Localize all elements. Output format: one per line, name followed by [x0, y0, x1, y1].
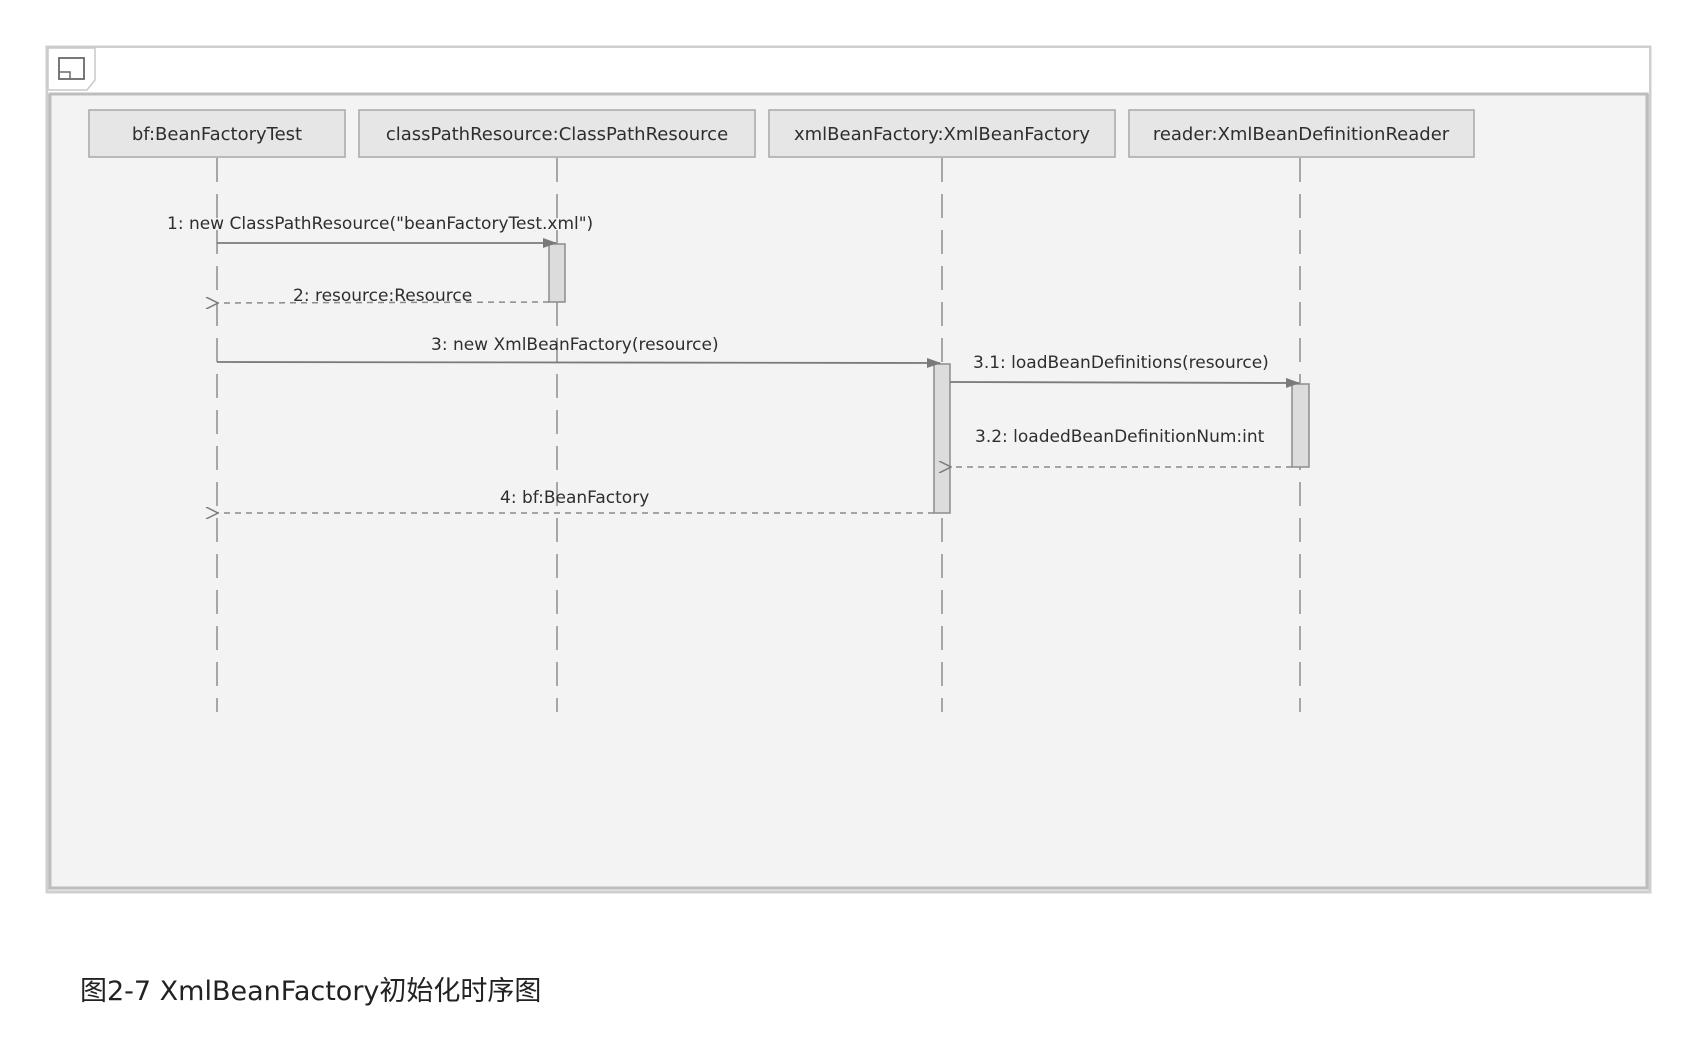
diagram-frame-tab [47, 47, 96, 91]
lifeline-rdr-label: reader:XmlBeanDefinitionReader [1153, 124, 1450, 145]
message-3-1: 3.1: loadBeanDefinitions(resource) [949, 353, 1300, 388]
message-3-2-label: 3.2: loadedBeanDefinitionNum:int [975, 427, 1265, 447]
message-2: 2: resource:Resource [218, 286, 550, 306]
message-3-1-arrow [949, 377, 1300, 388]
diagram-frame-header [48, 48, 1649, 94]
message-2-label: 2: resource:Resource [293, 286, 472, 306]
message-1-label: 1: new ClassPathResource("beanFactoryTes… [167, 214, 593, 234]
lifeline-xbf-head [768, 109, 1116, 158]
diagram-frame-icon [58, 57, 85, 80]
lifeline-cpr-head [358, 109, 756, 158]
message-3: 3: new XmlBeanFactory(resource) [216, 335, 941, 368]
lifeline-cpr-label: classPathResource:ClassPathResource [386, 124, 728, 145]
message-3-2: 3.2: loadedBeanDefinitionNum:int [951, 427, 1292, 467]
lifeline-xbf-label: xmlBeanFactory:XmlBeanFactory [794, 124, 1090, 145]
lifeline-bf-head [88, 109, 346, 158]
activation-cpr [548, 243, 566, 303]
message-4-label: 4: bf:BeanFactory [500, 488, 649, 508]
lifeline-bf: bf:BeanFactoryTest [88, 109, 346, 712]
lifeline-rdr: reader:XmlBeanDefinitionReader [1128, 109, 1475, 712]
message-4: 4: bf:BeanFactory [218, 488, 934, 513]
lifeline-xbf: xmlBeanFactory:XmlBeanFactory [768, 109, 1116, 712]
message-3-label: 3: new XmlBeanFactory(resource) [431, 335, 719, 355]
message-1: 1: new ClassPathResource("beanFactoryTes… [167, 214, 593, 248]
message-2-arrow [218, 302, 550, 303]
lifeline-rdr-head [1128, 109, 1475, 158]
message-3-arrow [216, 357, 941, 368]
diagram-content-area [48, 92, 1649, 890]
lifeline-bf-label: bf:BeanFactoryTest [132, 124, 302, 145]
activation-rdr [1291, 383, 1310, 468]
activation-xbf [933, 363, 951, 514]
sequence-diagram: bf:BeanFactoryTest classPathResource:Cla… [45, 45, 1652, 894]
figure-caption: 图2-7 XmlBeanFactory初始化时序图 [80, 976, 542, 1007]
message-3-1-label: 3.1: loadBeanDefinitions(resource) [973, 353, 1269, 373]
